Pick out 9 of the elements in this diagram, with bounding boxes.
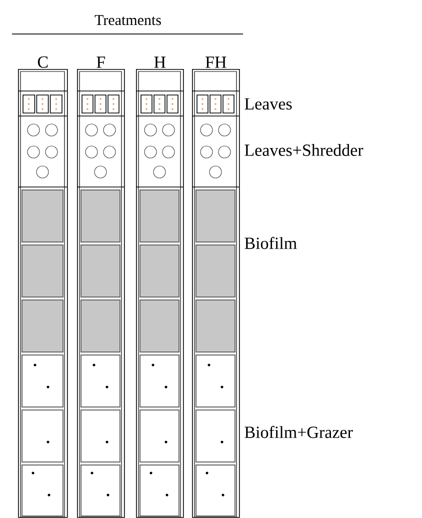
test-column: F <box>76 56 125 518</box>
node-label: H <box>154 56 166 68</box>
node-label: FH <box>206 56 226 68</box>
test-column: H <box>136 56 184 518</box>
node-label: F <box>96 56 106 68</box>
test-column: C <box>18 56 68 518</box>
test-column: FH <box>192 56 240 518</box>
heading: Treatments <box>94 15 161 26</box>
node-label: C <box>38 56 48 68</box>
